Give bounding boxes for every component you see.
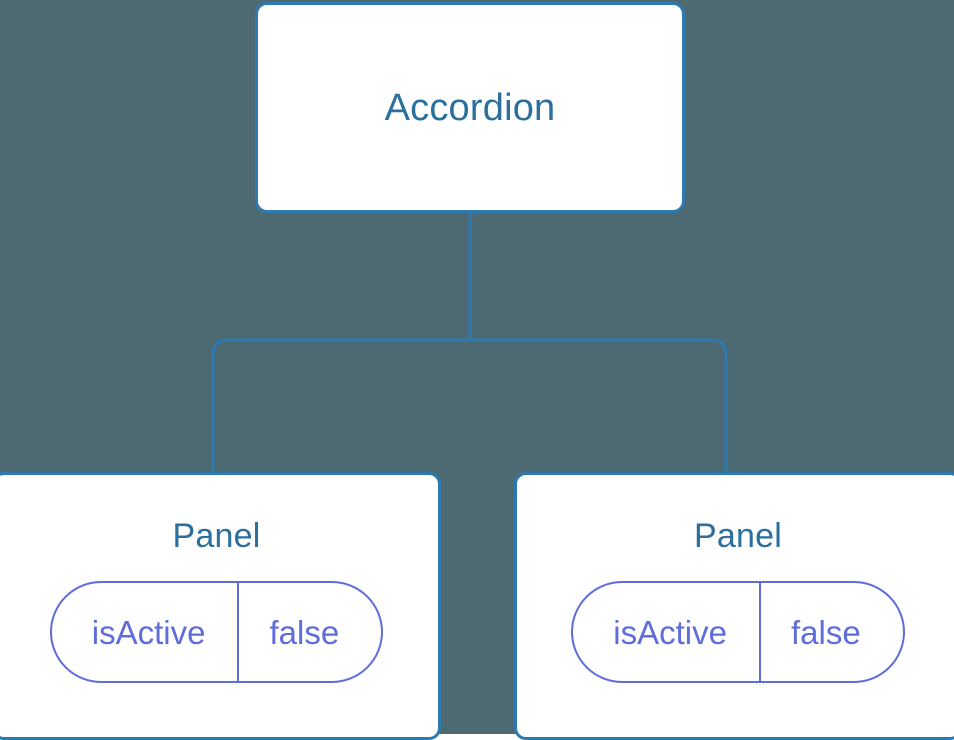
- prop-pill-isactive-left[interactable]: isActive false: [49, 581, 384, 683]
- prop-pill-isactive-right[interactable]: isActive false: [571, 581, 905, 683]
- prop-value-label: false: [269, 613, 340, 651]
- node-panel-left-title: Panel: [172, 517, 261, 555]
- edge-root-to-panel-right: [470, 338, 728, 474]
- node-panel-left[interactable]: Panel isActive false: [0, 472, 441, 740]
- edge-root-to-panel-left: [211, 338, 470, 474]
- node-accordion-title: Accordion: [384, 86, 556, 129]
- node-panel-right-title: Panel: [694, 517, 782, 555]
- prop-key-label: isActive: [573, 583, 761, 681]
- node-accordion[interactable]: Accordion: [255, 2, 685, 213]
- prop-key-label: isActive: [52, 583, 240, 681]
- node-panel-right[interactable]: Panel isActive false: [514, 472, 954, 740]
- prop-value-label: false: [790, 613, 861, 651]
